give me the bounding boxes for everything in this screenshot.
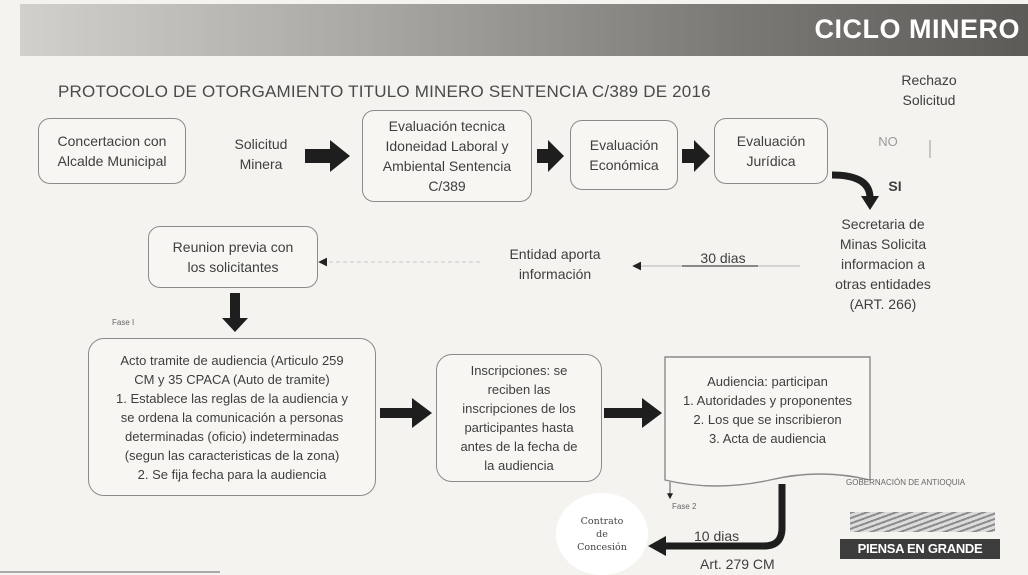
arrow-audiencia-to-contrato <box>664 484 786 550</box>
label-fase-1: Fase I <box>112 318 135 327</box>
label-fase-2: Fase 2 <box>672 502 697 511</box>
arrow-solicitud-to-tecnica <box>305 140 350 172</box>
arrow-economica-to-juridica <box>682 140 710 172</box>
label-no: NO <box>878 134 898 149</box>
node-concertacion: Concertacion con Alcalde Municipal <box>38 118 186 184</box>
arrow-juridica-to-secretaria <box>831 171 874 199</box>
banner-title: CICLO MINERO <box>814 14 1020 44</box>
arrow-inscripciones-to-audiencia <box>604 398 662 428</box>
node-secretaria: Secretaria de Minas Solicita informacion… <box>835 216 931 312</box>
node-rechazo: Rechazo Solicitud <box>901 72 957 108</box>
node-entidad: Entidad aporta información <box>509 246 601 282</box>
label-art-279: Art. 279 CM <box>700 556 775 572</box>
node-evaluacion-economica: Evaluación Económica <box>570 120 678 190</box>
label-30-dias: 30 dias <box>700 250 746 266</box>
arrow-reunion-down <box>222 293 248 332</box>
pienso-en-grande-logo: PIENSA EN GRANDE <box>840 512 1002 562</box>
node-reunion: Reunion previa con los solicitantes <box>148 226 318 288</box>
node-audiencia: Audiencia: participan 1. Autoridades y p… <box>682 374 853 446</box>
page-title: PROTOCOLO DE OTORGAMIENTO TITULO MINERO … <box>58 82 711 101</box>
label-10-dias: 10 dias <box>694 528 740 544</box>
arrow-acto-to-inscripciones <box>380 398 432 428</box>
node-solicitud: Solicitud Minera <box>234 136 288 172</box>
bottom-divider <box>0 571 220 573</box>
label-si: SI <box>888 178 902 194</box>
logo-stripes <box>850 512 995 532</box>
node-inscripciones: Inscripciones: se reciben las inscripcio… <box>436 354 602 482</box>
node-acto-tramite: Acto tramite de audiencia (Articulo 259 … <box>88 338 376 496</box>
node-evaluacion-tecnica: Evaluación tecnica Idoneidad Laboral y A… <box>362 110 532 202</box>
node-contrato: Contrato de Concesión <box>556 493 648 575</box>
header-banner: CICLO MINERO <box>20 4 1028 56</box>
logo-text: PIENSA EN GRANDE <box>840 539 1000 559</box>
node-evaluacion-juridica: Evaluación Jurídica <box>714 118 828 184</box>
caption-gobernacion: GOBERNACIÓN DE ANTIOQUIA <box>846 478 966 487</box>
audiencia-document-shape <box>664 356 871 487</box>
arrow-tecnica-to-economica <box>537 140 564 172</box>
